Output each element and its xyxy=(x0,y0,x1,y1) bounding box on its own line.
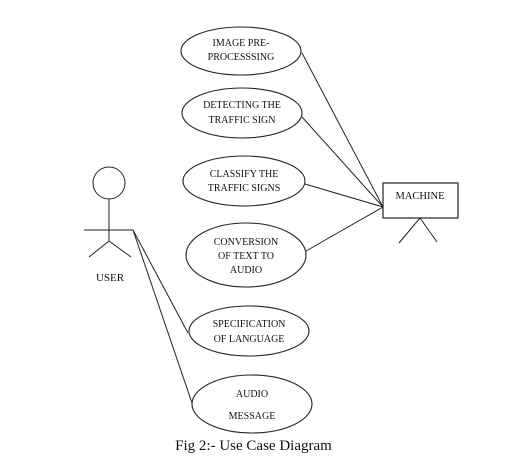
machine-right-leg xyxy=(419,217,438,243)
machine-left-leg xyxy=(398,217,421,244)
use-case-audio-message: AUDIO MESSAGE xyxy=(191,374,313,434)
use-case-label-line: CLASSIFY THE xyxy=(210,169,279,180)
use-case-classify-traffic-signs: CLASSIFY THE TRAFFIC SIGNS xyxy=(182,155,306,207)
use-case-label-line: CONVERSION xyxy=(214,237,278,248)
machine-actor: MACHINE xyxy=(382,182,459,244)
assoc-machine-conversion-text-audio xyxy=(305,206,384,252)
use-case-label-line: SPECIFICATION xyxy=(213,319,286,330)
figure-caption: Fig 2:- Use Case Diagram xyxy=(175,438,332,454)
assoc-machine-image-preprocessing xyxy=(301,52,384,208)
user-actor: USER xyxy=(84,166,133,284)
assoc-machine-detecting-traffic-sign xyxy=(301,116,384,208)
assoc-user-audio-message xyxy=(132,229,193,404)
use-case-image-preprocessing: IMAGE PRE- PROCESSSING xyxy=(180,26,302,76)
user-head xyxy=(92,166,126,200)
use-case-label-line: AUDIO xyxy=(230,265,262,276)
user-right-leg xyxy=(108,240,132,258)
use-case-label-line: IMAGE PRE- xyxy=(213,38,270,49)
use-case-ellipse xyxy=(191,374,313,434)
use-case-ellipse xyxy=(182,155,306,207)
use-case-ellipse xyxy=(181,87,303,139)
machine-box xyxy=(382,182,459,219)
user-left-leg xyxy=(88,240,110,258)
use-case-label-line: MESSAGE xyxy=(229,411,276,422)
use-case-ellipse xyxy=(188,305,310,357)
use-case-specification-of-language: SPECIFICATION OF LANGUAGE xyxy=(188,305,310,357)
use-case-label-line: DETECTING THE xyxy=(203,100,281,111)
machine-associations xyxy=(301,52,384,252)
use-case-label-line: PROCESSSING xyxy=(208,52,275,63)
use-case-label-line: AUDIO xyxy=(236,389,268,400)
assoc-machine-classify-traffic-signs xyxy=(304,183,384,208)
use-case-conversion-text-to-audio: CONVERSION OF TEXT TO AUDIO xyxy=(185,222,307,288)
use-case-label-line: TRAFFIC SIGN xyxy=(209,115,276,126)
use-case-label-line: TRAFFIC SIGNS xyxy=(208,183,281,194)
use-case-label-line: OF LANGUAGE xyxy=(214,334,285,345)
machine-label: MACHINE xyxy=(396,191,445,202)
use-case-label-line: OF TEXT TO xyxy=(218,251,274,262)
assoc-user-specification-language xyxy=(132,229,189,334)
user-associations xyxy=(132,229,193,404)
use-case-detecting-traffic-sign: DETECTING THE TRAFFIC SIGN xyxy=(181,87,303,139)
user-label: USER xyxy=(96,272,125,284)
use-case-ellipse xyxy=(180,26,302,76)
use-case-ellipse xyxy=(185,222,307,288)
